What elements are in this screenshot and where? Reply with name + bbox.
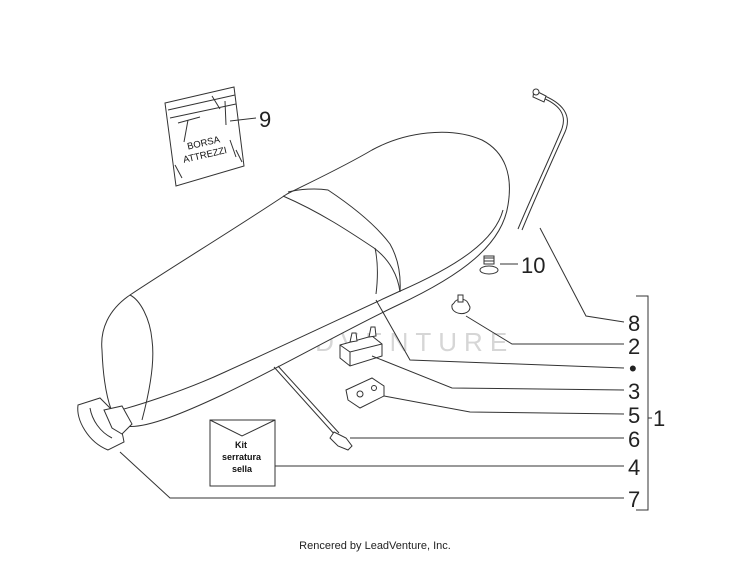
- leader-8: [539, 227, 625, 323]
- leader-9: [229, 117, 257, 122]
- callout-10: 10: [521, 253, 545, 278]
- rubber-bumper-part: [451, 294, 471, 314]
- callout-7: 7: [628, 487, 640, 512]
- latch-bracket-part: [345, 377, 385, 409]
- callout-6: 6: [628, 427, 640, 452]
- screw-part: [479, 255, 499, 275]
- callout-8: 8: [628, 311, 640, 336]
- leader-7: [119, 451, 624, 499]
- callout-1: 1: [653, 406, 665, 431]
- lock-kit-label-2: serratura: [222, 452, 262, 462]
- callout-2: 2: [628, 334, 640, 359]
- leader-5: [383, 395, 625, 415]
- seat-part: [101, 131, 510, 428]
- callout-dot: •: [629, 356, 637, 381]
- lock-housing-part: [77, 397, 133, 451]
- callout-5: 5: [628, 403, 640, 428]
- lock-kit-label-3: sella: [232, 464, 253, 474]
- callout-3: 3: [628, 379, 640, 404]
- leader-dot: [375, 299, 625, 369]
- lock-kit-label-1: Kit: [235, 440, 247, 450]
- leader-2: [465, 315, 624, 345]
- seat-buffer-part: [339, 326, 383, 367]
- seat-release-cable-part: [517, 88, 568, 231]
- callout-4: 4: [628, 455, 640, 480]
- tool-bag-part: BORSA ATTREZZI: [164, 86, 245, 187]
- cable-tie-part: [273, 365, 353, 451]
- footer-credit: Rencered by LeadVenture, Inc.: [299, 540, 451, 552]
- callout-9: 9: [259, 107, 271, 132]
- leader-3: [371, 355, 625, 391]
- assembly-bracket: [636, 295, 652, 511]
- lock-kit-part: Kit serratura sella: [209, 419, 276, 487]
